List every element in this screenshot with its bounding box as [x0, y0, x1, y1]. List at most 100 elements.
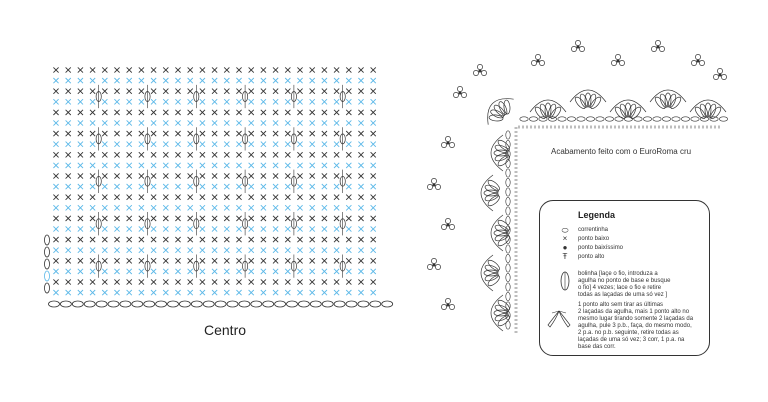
single-crochet-mark: [187, 236, 194, 243]
single-crochet-mark: [77, 289, 84, 296]
single-crochet-mark: [65, 289, 72, 296]
single-crochet-mark: [150, 247, 157, 254]
single-crochet-mark: [162, 173, 169, 179]
single-crochet-mark: [333, 109, 340, 116]
single-crochet-mark: [272, 109, 279, 116]
single-crochet-mark: [321, 109, 328, 116]
single-crochet-mark: [272, 289, 279, 296]
single-crochet-mark: [77, 67, 84, 73]
single-crochet-mark: [333, 77, 340, 84]
single-crochet-mark: [211, 268, 218, 275]
single-crochet-mark: [358, 183, 364, 190]
single-crochet-mark: [370, 77, 377, 84]
chain-mark: [286, 300, 298, 308]
single-crochet-mark: [333, 120, 340, 126]
single-crochet-mark: [297, 215, 303, 222]
chain-mark: [505, 320, 511, 330]
single-crochet-mark: [77, 109, 84, 116]
single-crochet-mark: [199, 88, 206, 95]
chain-mark: [238, 300, 251, 308]
single-crochet-mark: [248, 247, 255, 254]
single-crochet-mark: [114, 109, 120, 116]
single-crochet-mark: [65, 204, 72, 211]
single-crochet-mark: [272, 67, 279, 73]
single-crochet-mark: [297, 151, 303, 158]
single-crochet-mark: [358, 279, 364, 285]
single-crochet-mark: [358, 120, 364, 126]
single-crochet-mark: [114, 141, 120, 148]
chain-mark: [690, 116, 700, 122]
single-crochet-mark: [138, 268, 145, 275]
legend-item-bobble: bolinha [laçe o fio, introduza a agulha …: [578, 271, 671, 298]
single-crochet-mark: [138, 77, 145, 84]
single-crochet-mark: [321, 130, 328, 137]
single-crochet-mark: [284, 215, 291, 222]
single-crochet-mark: [358, 109, 364, 116]
single-crochet-mark: [309, 215, 316, 222]
chain-mark: [699, 116, 709, 122]
single-crochet-mark: [284, 120, 291, 126]
single-crochet-mark: [77, 247, 84, 254]
single-crochet-mark: [89, 215, 96, 222]
single-crochet-mark: [53, 162, 59, 169]
single-crochet-mark: [260, 215, 267, 222]
single-crochet-mark: [309, 109, 316, 116]
single-crochet-mark: [211, 215, 218, 222]
single-crochet-mark: [248, 194, 255, 201]
single-crochet-mark: [309, 289, 316, 296]
single-crochet-mark: [321, 215, 328, 222]
single-crochet-mark: [223, 151, 230, 158]
single-crochet-mark: [114, 67, 120, 73]
single-crochet-mark: [297, 279, 303, 285]
chain-mark: [505, 244, 511, 254]
picot-motif: [427, 258, 441, 270]
single-crochet-mark: [223, 226, 230, 232]
single-crochet-mark: [138, 173, 145, 179]
single-crochet-mark: [77, 204, 84, 211]
single-crochet-mark: [150, 141, 157, 148]
single-crochet-mark: [77, 77, 84, 84]
single-crochet-mark: [272, 173, 279, 179]
chain-mark: [680, 116, 690, 122]
single-crochet-mark: [138, 194, 145, 201]
single-crochet-mark: [297, 141, 303, 148]
single-crochet-mark: [126, 215, 133, 222]
chain-mark: [505, 216, 511, 226]
single-crochet-mark: [199, 289, 206, 296]
single-crochet-mark: [321, 268, 328, 275]
single-crochet-mark: [89, 236, 96, 243]
single-crochet-mark: [260, 247, 267, 254]
single-crochet-mark: [89, 98, 96, 105]
single-crochet-mark: [309, 173, 316, 179]
single-crochet-mark: [321, 67, 328, 73]
single-crochet-mark: [65, 279, 72, 285]
bobble-mark: [95, 218, 102, 230]
single-crochet-mark: [53, 141, 59, 148]
chain-mark: [309, 300, 322, 308]
single-crochet-mark: [53, 194, 59, 201]
single-crochet-mark: [150, 130, 157, 137]
single-crochet-mark: [187, 268, 194, 275]
single-crochet-mark: [126, 162, 133, 169]
single-crochet-mark: [345, 151, 352, 158]
single-crochet-mark: [358, 141, 364, 148]
single-crochet-mark: [53, 88, 59, 95]
single-crochet-mark: [89, 247, 96, 254]
single-crochet-mark: [101, 289, 108, 296]
single-crochet-mark: [309, 236, 316, 243]
single-crochet-mark: [162, 247, 169, 254]
single-crochet-mark: [272, 151, 279, 158]
single-crochet-mark: [114, 130, 120, 137]
single-crochet-mark: [175, 183, 181, 190]
bobble-mark: [339, 91, 346, 102]
single-crochet-mark: [321, 141, 328, 148]
single-crochet-mark: [297, 162, 303, 169]
single-crochet-mark: [199, 204, 206, 211]
single-crochet-mark: [199, 130, 206, 137]
shell-motif: [490, 214, 510, 252]
chain-mark: [505, 254, 511, 264]
single-crochet-mark: [65, 67, 72, 73]
single-crochet-mark: [223, 141, 230, 148]
single-crochet-mark: [345, 194, 352, 201]
chain-mark: [369, 300, 382, 308]
